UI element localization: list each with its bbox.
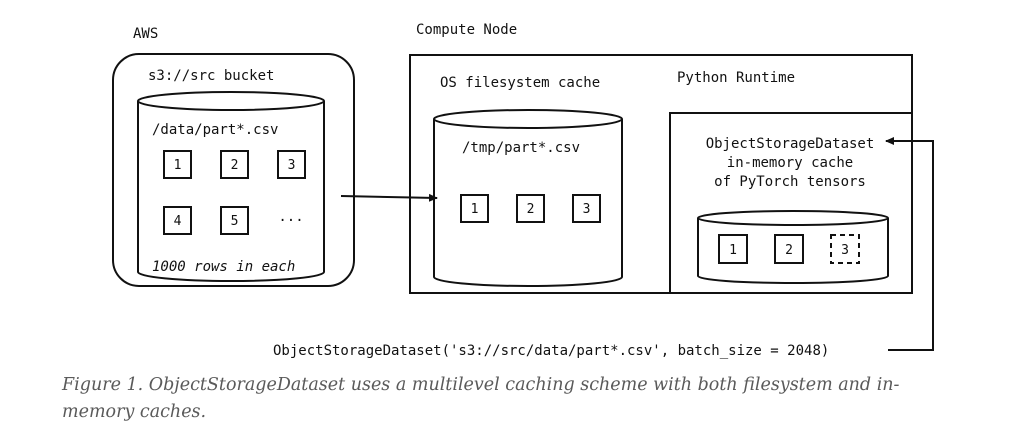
memory-part-1: 1 — [718, 234, 748, 264]
dataset-subtitle-2: of PyTorch tensors — [714, 174, 866, 190]
fs-part-2: 2 — [516, 194, 545, 223]
svg-text:4: 4 — [174, 214, 182, 229]
s3-part-2: 2 — [220, 150, 249, 179]
rows-note: 1000 rows in each — [152, 259, 295, 275]
figure-caption: Figure 1. ObjectStorageDataset uses a mu… — [62, 375, 900, 422]
svg-text:3: 3 — [288, 158, 296, 173]
svg-text:3: 3 — [841, 243, 849, 258]
bucket-label: s3://src bucket — [148, 68, 274, 84]
compute-node-label: Compute Node — [416, 22, 517, 38]
svg-text:1: 1 — [174, 158, 182, 173]
dataset-subtitle-1: in-memory cache — [727, 155, 853, 171]
svg-text:3: 3 — [583, 202, 591, 217]
s3-part-5: 5 — [220, 206, 249, 235]
svg-text:1: 1 — [729, 243, 737, 258]
fs-part-3: 3 — [572, 194, 601, 223]
s3-part-1: 1 — [163, 150, 192, 179]
s3-part-4: 4 — [163, 206, 192, 235]
fs-cache-cylinder — [433, 109, 623, 287]
s3-cylinder — [137, 91, 325, 282]
call-to-dataset-arrow — [885, 137, 934, 351]
s3-part-3: 3 — [277, 150, 306, 179]
svg-text:2: 2 — [527, 202, 535, 217]
python-runtime-box — [669, 112, 913, 294]
svg-text:1: 1 — [471, 202, 479, 217]
caching-diagram: AWS s3://src bucket /data/part*.csv 1 2 … — [112, 22, 934, 359]
runtime-label: Python Runtime — [677, 70, 795, 86]
aws-label: AWS — [133, 26, 158, 42]
s3-more-parts: ... — [278, 209, 303, 225]
svg-text:2: 2 — [785, 243, 793, 258]
dataset-title: ObjectStorageDataset — [706, 136, 875, 152]
code-call: ObjectStorageDataset('s3://src/data/part… — [273, 343, 829, 359]
s3-path: /data/part*.csv — [152, 122, 278, 138]
svg-text:5: 5 — [231, 214, 239, 229]
fs-part-1: 1 — [460, 194, 489, 223]
memory-cache-cylinder — [697, 210, 889, 284]
svg-text:2: 2 — [231, 158, 239, 173]
s3-bucket-box — [112, 53, 355, 287]
memory-part-2: 2 — [774, 234, 804, 264]
fs-path: /tmp/part*.csv — [462, 140, 580, 156]
s3-to-fs-arrow — [340, 193, 438, 202]
memory-part-3-pending: 3 — [830, 234, 860, 264]
fs-cache-label: OS filesystem cache — [440, 75, 600, 91]
